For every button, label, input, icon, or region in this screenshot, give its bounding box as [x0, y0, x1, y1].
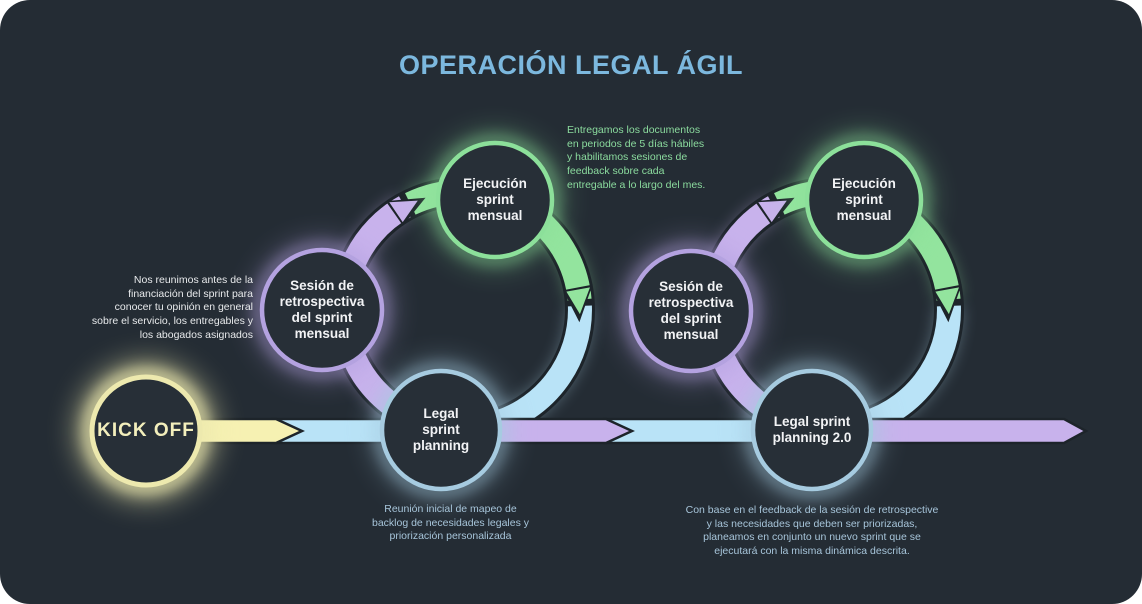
node-label-loop1-retrospectiva: Sesión de retrospectiva del sprint mensu…	[279, 278, 365, 341]
node-label-loop2-planning: Legal sprint planning 2.0	[772, 414, 852, 445]
node-label-loop1-planning: Legal sprint planning	[412, 406, 470, 453]
node-circle-loop2-planning	[750, 368, 874, 492]
node-label-kickoff: KICK OFF	[97, 420, 195, 441]
node-circle-loop1-planning	[379, 368, 503, 492]
node-circle-loop1-ejecucion	[435, 140, 555, 260]
node-circle-loop1-retrospectiva	[259, 247, 385, 373]
annotation-planning-2: Con base en el feedback de la sesión de …	[685, 504, 939, 557]
loop1-ejecucion-to-planning-arrowhead	[566, 287, 590, 315]
loop2-retro-to-ejecucion-arrowhead	[758, 200, 787, 223]
node-label-loop2-ejecucion: Ejecución sprint mensual	[832, 176, 896, 223]
annotation-kickoff: Nos reunimos antes de la financiación de…	[91, 274, 253, 341]
node-circle-loop2-retrospectiva	[628, 248, 754, 374]
page-title: OPERACIÓN LEGAL ÁGIL	[398, 50, 744, 80]
annotation-planning: Reunión inicial de mapeo de backlog de n…	[371, 503, 530, 543]
loop1-retro-to-ejecucion-arrowhead	[389, 200, 418, 223]
arrow-final	[854, 417, 1089, 445]
node-circle-kickoff	[89, 374, 203, 488]
annotation-ejecucion: Entregamos los documentos en periodos de…	[567, 124, 706, 191]
arrow-planning	[492, 417, 635, 445]
loop2-ejecucion-to-planning-arrowhead	[935, 287, 959, 315]
node-label-loop2-retrospectiva: Sesión de retrospectiva del sprint mensu…	[648, 279, 734, 342]
node-label-loop1-ejecucion: Ejecución sprint mensual	[463, 176, 527, 223]
node-circle-loop2-ejecucion	[804, 140, 924, 260]
